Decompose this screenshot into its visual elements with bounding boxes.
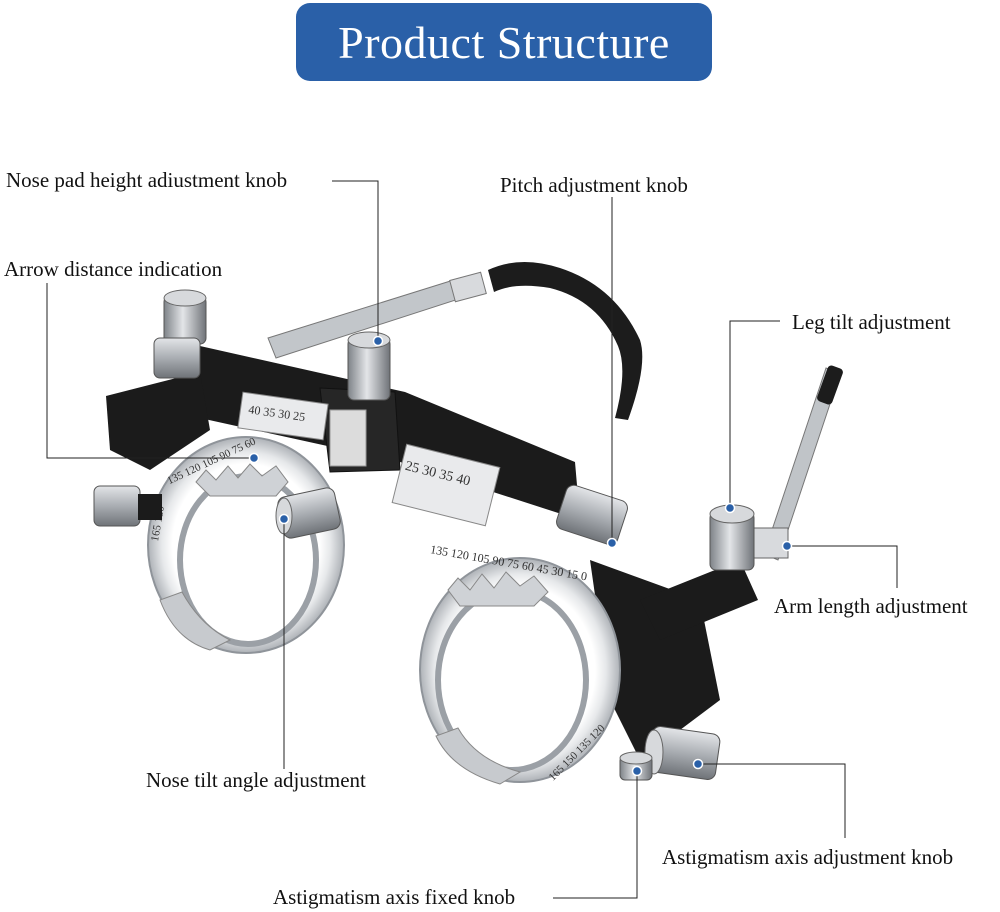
callout-dot-icon [633,767,642,776]
label-arm-length: Arm length adjustment [774,596,968,617]
leader-arm-length [787,546,897,588]
label-pitch: Pitch adjustment knob [500,175,688,196]
axis-adjust-knob [645,725,721,780]
callout-dot-icon [250,454,259,463]
label-nose-pad-height: Nose pad height adiustment knob [6,170,287,191]
right-temple-arm [754,364,844,560]
leader-leg-tilt [730,321,780,508]
leg-tilt-knob [710,505,754,570]
callout-dot-icon [374,337,383,346]
leader-axis-fixed [553,771,637,898]
top-left-knob [164,290,206,344]
left-side-knob [154,338,200,378]
label-nose-tilt: Nose tilt angle adjustment [146,770,366,791]
leader-axis-adjust [698,764,845,838]
left-outer-knob [94,486,162,526]
label-axis-adjust: Astigmatism axis adjustment knob [662,847,953,868]
pitch-knob [554,483,629,547]
label-axis-fixed: Astigmatism axis fixed knob [273,887,515,908]
callout-dot-icon [280,515,289,524]
nose-pad-height-knob [348,332,390,400]
label-arrow-distance: Arrow distance indication [4,259,222,280]
callout-dot-icon [694,760,703,769]
callout-dot-icon [783,542,792,551]
callout-dot-icon [726,504,735,513]
right-lens-ring: 135 120 105 90 75 60 45 30 15 0 165 150 … [420,542,620,784]
left-lens-ring: 135 120 105 90 75 60 165 180 [148,435,344,653]
label-leg-tilt: Leg tilt adjustment [792,312,951,333]
callout-dot-icon [608,539,617,548]
